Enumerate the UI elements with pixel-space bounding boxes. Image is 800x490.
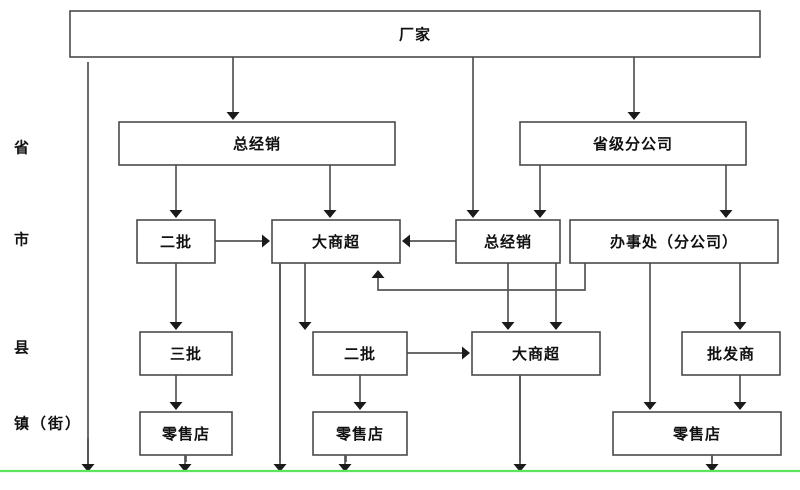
tier-town-label: 镇（街） <box>14 415 82 433</box>
retail-store-box-2[interactable]: 零售店 <box>312 411 408 456</box>
retail-store-box-3[interactable]: 零售店 <box>612 411 782 456</box>
general-distributor-city-box[interactable]: 总经销 <box>455 219 561 264</box>
general-distributor-province-box[interactable]: 总经销 <box>118 121 396 166</box>
edge-gen-dist-city-to-big-mart-county-arrowhead <box>501 322 515 330</box>
third-tier-wholesaler-box-rect[interactable] <box>139 331 233 376</box>
bottom-arrow-2 <box>178 464 192 472</box>
wholesaler-box-rect[interactable] <box>681 331 781 376</box>
edge-office-to-retail-3-arrowhead <box>643 402 657 410</box>
office-branch-box-rect[interactable] <box>569 219 779 264</box>
edge-gen-dist-prov-to-big-mart-arrowhead <box>323 210 337 218</box>
edge-third-tier-to-retail-1-arrowhead <box>169 402 183 410</box>
bottom-arrow-5 <box>513 464 527 472</box>
general-distributor-city-box-label: 总经销 <box>484 233 532 251</box>
edge-office-to-big-mart-county-arrowhead <box>371 270 385 278</box>
tier-province-label: 省 <box>13 139 31 157</box>
edge-prov-branch-to-gen-dist-city-arrowhead <box>533 210 547 218</box>
third-tier-wholesaler-box[interactable]: 三批 <box>139 331 233 376</box>
retail-store-box-1-label: 零售店 <box>161 425 210 443</box>
office-branch-box[interactable]: 办事处（分公司） <box>569 219 779 264</box>
second-tier-wholesaler-city-box-label: 二批 <box>160 233 192 251</box>
edge-office-to-wholesaler-arrowhead <box>733 322 747 330</box>
edge-manufacturer-to-gen-dist-prov-arrowhead <box>226 112 240 120</box>
manufacturer-box-label: 厂家 <box>399 26 431 44</box>
edge-office-to-big-mart-county-2-arrowhead <box>549 322 563 330</box>
retail-store-box-2-rect[interactable] <box>312 411 408 456</box>
retail-store-box-1-rect[interactable] <box>139 411 233 456</box>
big-supermarket-county-box-label: 大商超 <box>512 345 560 363</box>
second-tier-wholesaler-city-box[interactable]: 二批 <box>136 219 216 264</box>
wholesaler-box-label: 批发商 <box>707 345 755 363</box>
big-supermarket-city-box[interactable]: 大商超 <box>271 219 401 264</box>
tier-city-label: 市 <box>14 231 31 249</box>
second-tier-wholesaler-county-box[interactable]: 二批 <box>312 331 408 376</box>
big-supermarket-city-box-label: 大商超 <box>312 233 360 251</box>
big-supermarket-county-box-rect[interactable] <box>471 331 601 376</box>
edge-second-tier-county-to-retail-2-arrowhead <box>353 402 367 410</box>
edge-gen-dist-prov-to-second-tier-arrowhead <box>169 210 183 218</box>
second-tier-wholesaler-city-box-rect[interactable] <box>136 219 216 264</box>
general-distributor-city-box-rect[interactable] <box>455 219 561 264</box>
manufacturer-box[interactable]: 厂家 <box>69 10 761 58</box>
provincial-branch-box[interactable]: 省级分公司 <box>519 121 747 166</box>
edge-second-tier-to-big-mart-arrowhead <box>262 234 270 248</box>
second-tier-wholesaler-county-box-label: 二批 <box>344 345 376 363</box>
wholesaler-box[interactable]: 批发商 <box>681 331 781 376</box>
office-branch-box-label: 办事处（分公司） <box>610 233 738 251</box>
retail-store-box-2-label: 零售店 <box>335 425 384 443</box>
retail-store-box-3-label: 零售店 <box>672 425 721 443</box>
bottom-arrow-3 <box>273 464 287 472</box>
big-supermarket-city-box-rect[interactable] <box>271 219 401 264</box>
baseline-layer <box>0 263 800 473</box>
edge-gen-dist-city-to-big-mart-city-left-arrowhead <box>402 234 410 248</box>
edge-manufacturer-to-prov-branch-arrowhead <box>627 112 641 120</box>
tier-county-label: 县 <box>14 339 31 357</box>
bottom-arrow-1 <box>81 464 95 472</box>
third-tier-wholesaler-box-label: 三批 <box>170 345 202 363</box>
edge-big-mart-to-second-tier-county-arrowhead <box>298 322 312 330</box>
manufacturer-box-rect[interactable] <box>69 10 761 58</box>
connector-layer <box>169 57 747 462</box>
edge-second-tier-to-third-tier-arrowhead <box>169 322 183 330</box>
general-distributor-province-box-label: 总经销 <box>233 135 281 153</box>
general-distributor-province-box-rect[interactable] <box>118 121 396 166</box>
provincial-branch-box-rect[interactable] <box>519 121 747 166</box>
bottom-arrow-4 <box>338 464 352 472</box>
second-tier-wholesaler-county-box-rect[interactable] <box>312 331 408 376</box>
big-supermarket-county-box[interactable]: 大商超 <box>471 331 601 376</box>
bottom-arrow-6 <box>705 464 719 472</box>
edge-manufacturer-to-gen-dist-city-arrowhead <box>466 210 480 218</box>
retail-store-box-1[interactable]: 零售店 <box>139 411 233 456</box>
retail-store-box-3-rect[interactable] <box>612 411 782 456</box>
edge-second-tier-county-to-big-mart-county-arrowhead <box>462 346 470 360</box>
edge-wholesaler-to-retail-3-arrowhead <box>733 402 747 410</box>
edge-office-to-big-mart-county <box>377 263 586 291</box>
node-layer: 厂家总经销省级分公司二批大商超总经销办事处（分公司）三批二批大商超批发商零售店零… <box>69 10 782 456</box>
edge-prov-branch-to-office-arrowhead <box>719 210 733 218</box>
provincial-branch-box-label: 省级分公司 <box>592 135 673 153</box>
